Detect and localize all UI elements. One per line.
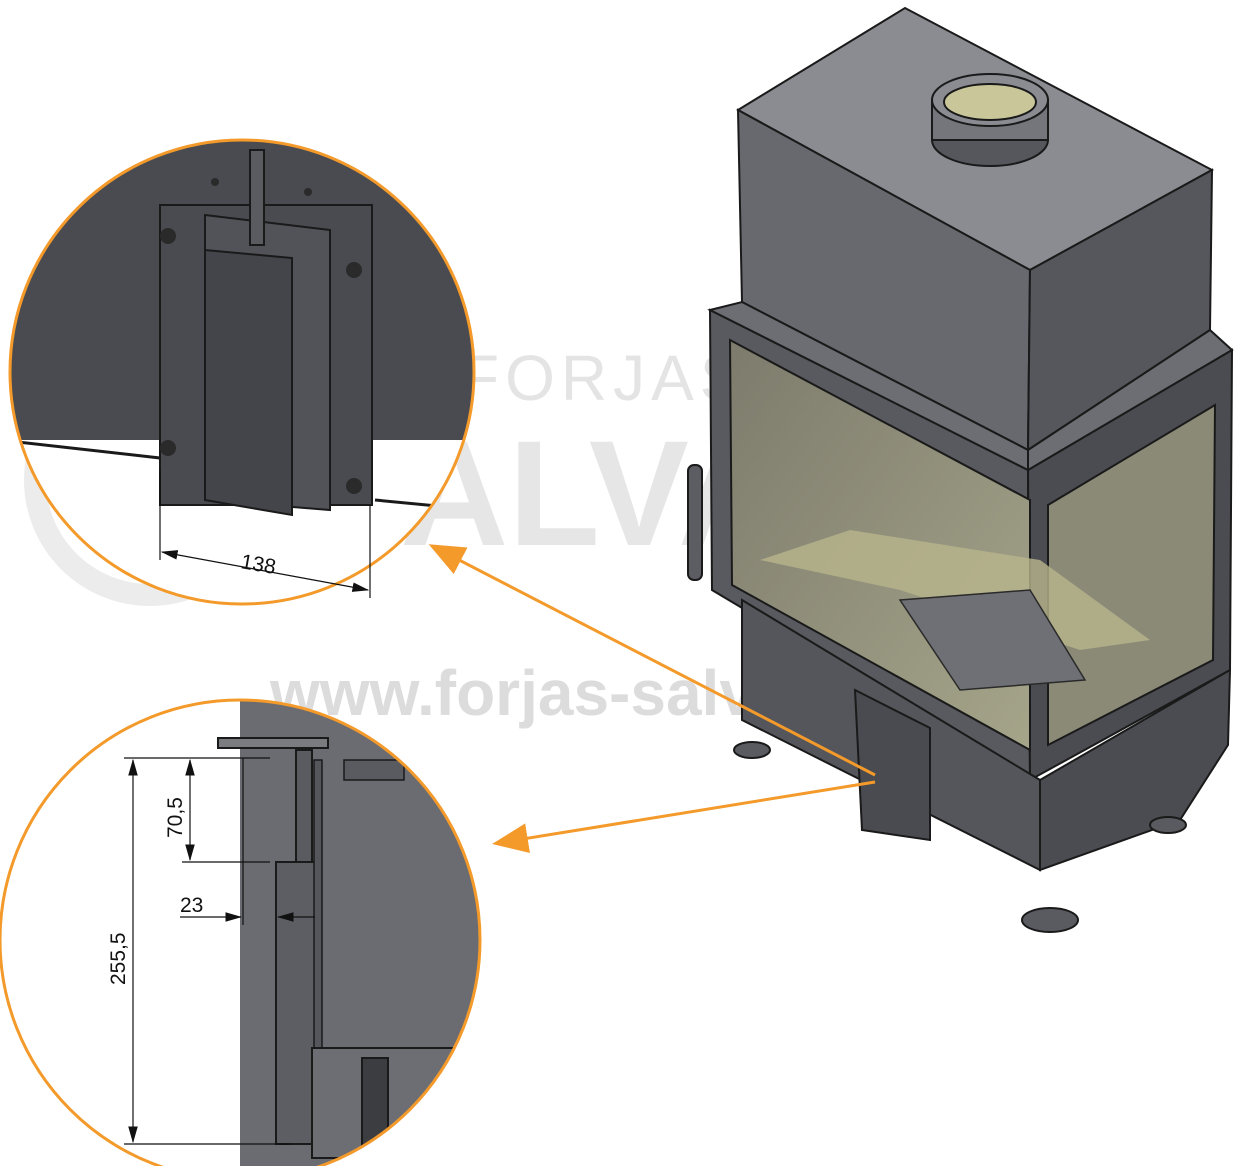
leader-arrow-bottom [492, 780, 876, 854]
dimension-23: 23 [180, 758, 315, 925]
fireplace-glass [728, 338, 1217, 752]
detail-side-view: 70,5 23 255,5 [0, 698, 482, 1166]
door-handle-icon [687, 464, 703, 581]
dimension-label-255-5: 255,5 [107, 932, 130, 985]
dimension-70-5: 70,5 [164, 757, 270, 863]
dimension-label-23: 23 [180, 894, 203, 917]
watermark-brand-top: FORJAS [460, 342, 748, 414]
fireplace-base [733, 598, 1232, 933]
leader-arrow-top [428, 544, 876, 777]
fireplace-illustration [687, 6, 1234, 933]
leader-arrows [428, 544, 876, 854]
flue-collar-icon [931, 73, 1049, 167]
dimension-255-5: 255,5 [107, 757, 290, 1145]
watermark-url: www.forjas-salva [269, 657, 791, 729]
dimension-label-70-5: 70,5 [164, 797, 187, 838]
